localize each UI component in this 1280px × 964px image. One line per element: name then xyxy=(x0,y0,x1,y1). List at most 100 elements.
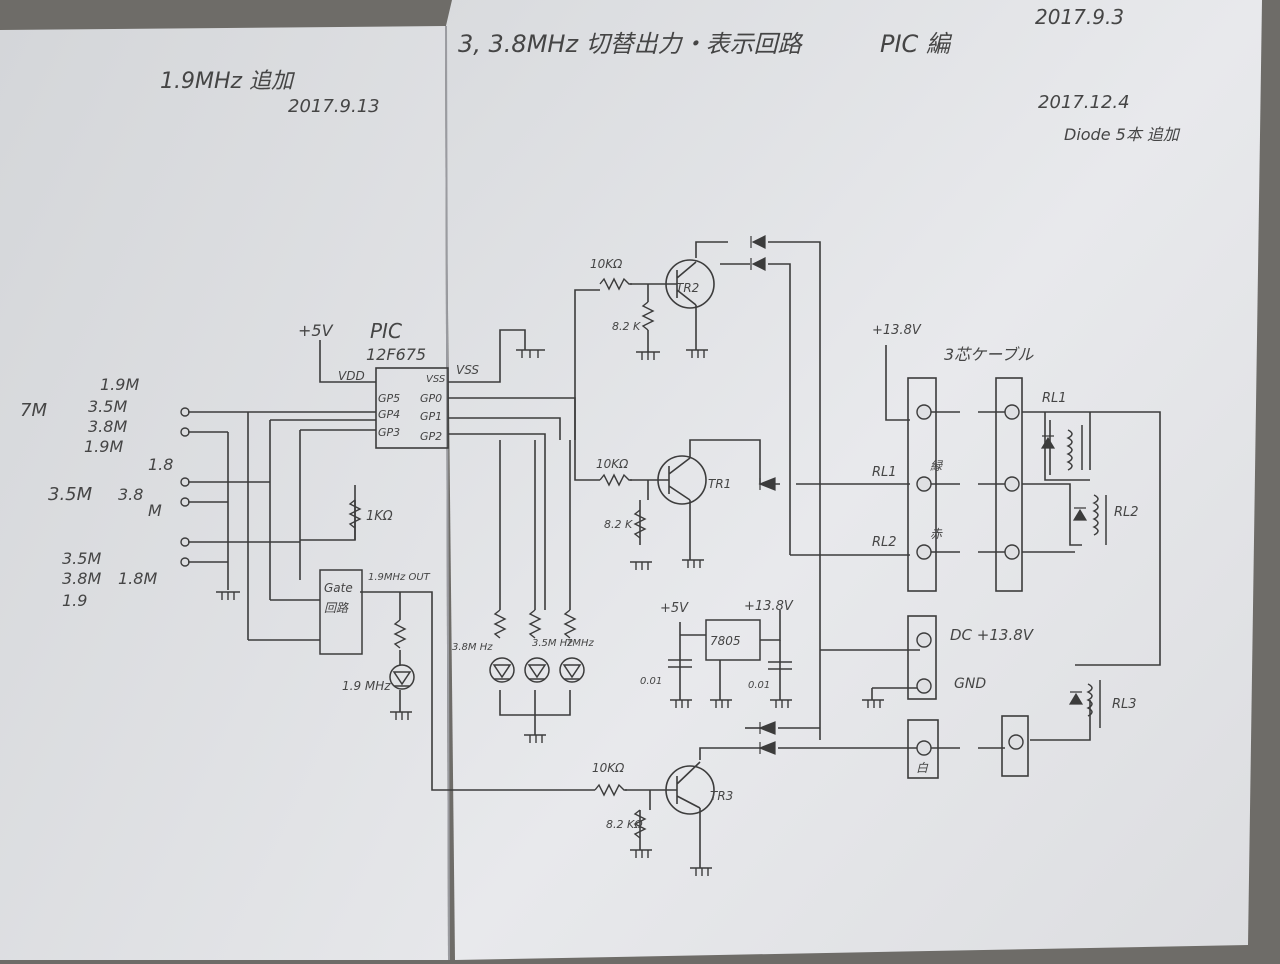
terminal-icon xyxy=(916,632,932,648)
ground-icon xyxy=(390,711,412,720)
led-icon xyxy=(559,657,585,683)
diode-icon xyxy=(750,257,766,271)
led-icon xyxy=(389,664,415,690)
ground-icon xyxy=(516,349,545,358)
resistor-icon xyxy=(563,609,577,639)
ground-icon xyxy=(636,351,660,360)
diode-icon xyxy=(1068,691,1084,705)
cable-rl1-label: RL1 xyxy=(872,465,897,480)
cap2-label: 0.01 xyxy=(748,680,770,691)
switch-contact-icon xyxy=(180,407,190,417)
terminal-icon xyxy=(1004,476,1020,492)
diode-icon xyxy=(758,477,776,491)
terminal-icon xyxy=(916,740,932,756)
switch3-pos1: 3.5M xyxy=(62,549,101,568)
terminal-icon xyxy=(1004,544,1020,560)
ground-symbols xyxy=(216,349,884,876)
switch-contact-icon xyxy=(180,497,190,507)
resistor-icon xyxy=(528,609,542,639)
switch2-label: 3.5M xyxy=(48,484,93,505)
switch2-pos2: 3.8 xyxy=(118,485,143,504)
gnd-terminal-label: GND xyxy=(954,676,986,692)
switch2-pos3: M xyxy=(148,501,162,520)
switch3-pos3: 1.8M xyxy=(118,569,157,588)
terminal-icon xyxy=(916,476,932,492)
resistor-icon xyxy=(599,277,632,291)
main-supply-label: +13.8V xyxy=(872,323,922,338)
transistor-icon xyxy=(665,259,715,309)
pic-part: 12F675 xyxy=(366,345,426,364)
tr2-base-resistor: 10KΩ xyxy=(590,257,623,271)
led-3-5mhz-label: 3.5M Hz xyxy=(532,638,573,649)
cable-label: 3芯ケーブル xyxy=(944,345,1034,364)
cable-green-label: 緑 xyxy=(930,459,943,473)
right-note: Diode 5本 追加 xyxy=(1064,125,1181,144)
tr1-base-resistor: 10KΩ xyxy=(596,457,629,471)
terminal-icon xyxy=(1004,404,1020,420)
pic-chip-body xyxy=(375,367,449,449)
resistor-icon xyxy=(493,609,507,639)
pic-pin-gp4: GP4 xyxy=(378,408,400,421)
switch-contact-icon xyxy=(180,427,190,437)
switch-contacts xyxy=(180,407,190,567)
tr2-label: TR2 xyxy=(676,281,699,295)
led-symbols xyxy=(389,657,585,690)
ground-icon xyxy=(862,699,884,708)
regulator-7805 xyxy=(705,619,761,661)
pullup-resistor-label: 1KΩ xyxy=(366,509,393,524)
back-paper-sheet xyxy=(445,0,1262,960)
relay-rl1-label: RL1 xyxy=(1042,391,1067,406)
left-note: 1.9MHz 追加 xyxy=(160,69,296,94)
pic-vss-pin: VSS xyxy=(426,374,446,385)
switch1-pos4: 1.9M xyxy=(84,437,123,456)
cable-red-label: 赤 xyxy=(930,527,943,541)
transistor-symbols xyxy=(657,259,715,815)
gate-label-2: 回路 xyxy=(324,601,349,615)
resistor-icon xyxy=(633,509,647,539)
switch1-pos1: 1.9M xyxy=(100,375,139,394)
diode-icon xyxy=(1040,435,1056,449)
resistor-symbols xyxy=(348,277,655,839)
ground-icon xyxy=(682,559,704,568)
diode-icon xyxy=(758,741,776,755)
ground-icon xyxy=(524,734,546,743)
ground-icon xyxy=(710,699,732,708)
led-icon xyxy=(524,657,550,683)
tr3-base-resistor: 10KΩ xyxy=(592,761,625,775)
pic-pin-gp0: GP0 xyxy=(420,392,442,405)
paper-edge xyxy=(445,25,450,961)
relay-coil-icon xyxy=(1086,680,1101,728)
wiring xyxy=(188,241,1161,868)
switch3-pos2: 3.8M xyxy=(62,569,101,588)
diode-icon xyxy=(758,721,776,735)
terminals xyxy=(916,404,1024,756)
switch-contact-icon xyxy=(180,557,190,567)
dc-terminal-label: DC +13.8V xyxy=(950,626,1035,644)
switch-contact-icon xyxy=(180,537,190,547)
relay-rl3-label: RL3 xyxy=(1112,697,1137,712)
power-5v-label: +5V xyxy=(660,601,689,616)
left-date: 2017.9.13 xyxy=(288,96,380,117)
relay-rl2-label: RL2 xyxy=(1114,505,1139,520)
resistor-icon xyxy=(348,499,362,529)
resistor-icon xyxy=(641,301,655,331)
pic-label: PIC xyxy=(370,319,402,343)
relay-coil-icon xyxy=(1092,494,1107,545)
led-1-9mhz-label: 1.9 MHz xyxy=(342,679,391,693)
ground-icon xyxy=(670,699,692,708)
diode-icon xyxy=(750,235,766,249)
resistor-icon xyxy=(599,473,632,487)
transistor-icon xyxy=(665,761,715,815)
cap1-label: 0.01 xyxy=(640,676,662,687)
pic-pin-gp5: GP5 xyxy=(378,392,400,405)
header-date: 2017.9.3 xyxy=(1035,5,1124,29)
resistor-icon xyxy=(594,783,627,797)
resistor-icon xyxy=(393,619,407,649)
switch1-pos3: 3.8M xyxy=(88,417,127,436)
ground-icon xyxy=(770,699,792,708)
diode-icon xyxy=(1072,507,1088,521)
pic-pin-gp1: GP1 xyxy=(420,410,442,423)
pic-vdd: VDD xyxy=(338,369,365,383)
tr3-label: TR3 xyxy=(710,789,733,803)
